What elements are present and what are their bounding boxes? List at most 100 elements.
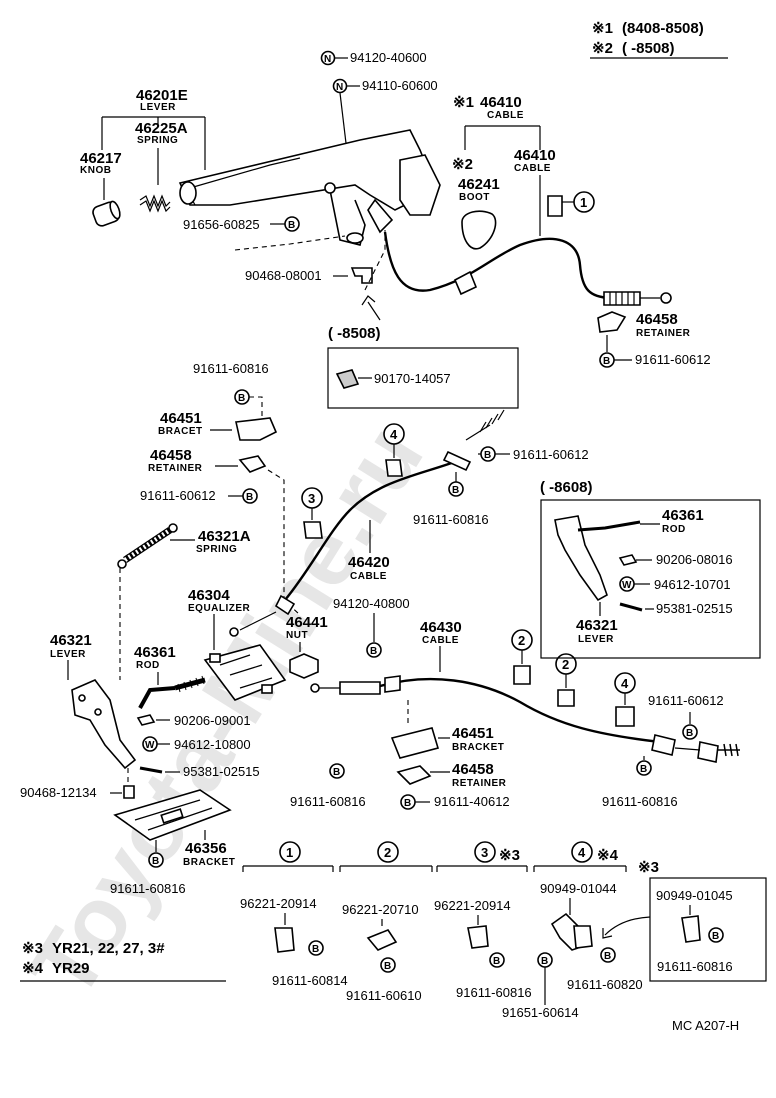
svg-text:3: 3 [308,491,315,506]
clamp-4-a [385,459,403,477]
pn-46451-b: 46451 [452,725,494,742]
pn-46420: 46420 [348,554,390,571]
cable-46420 [229,409,505,637]
svg-text:B: B [603,356,610,367]
pn-46321a: 46321A [198,528,251,545]
pn-46458-b: 46458 [452,761,494,778]
n-symbol-label: N [324,54,331,65]
b-symbol [682,724,698,740]
label-bracket: BRACKET [183,857,235,868]
box2-pn-90206-08016: 90206-08016 [656,552,733,567]
label-spring: SPRING [196,544,237,555]
washer-94110-60600: N 94110-60600 [332,78,438,94]
note2-text: ( -8508) [622,40,675,57]
pn-46410-b: 46410 [514,147,556,164]
pn-46430: 46430 [420,619,462,636]
box2-frame [540,499,761,659]
footer-notes: ※3 YR21, 22, 27, 3# ※4 YR29 [20,940,226,982]
label-spring: SPRING [137,135,178,146]
bracket-46356 [113,789,232,841]
n-symbol [320,50,336,66]
clamp-3-a [303,521,323,539]
svg-text:4: 4 [578,845,586,860]
svg-text:B: B [333,767,340,778]
b-symbol-label: B [288,220,295,231]
pn-91611-60612-top: 91611-60612 [635,352,711,367]
svg-text:B: B [312,944,319,955]
label-lever: LEVER [578,634,614,645]
label-lever: LEVER [50,649,86,660]
b-symbol [329,763,345,779]
svg-text:B: B [370,646,377,657]
pn-91611-40612: 91611-40612 [434,794,510,809]
pn-46458-top: 46458 [636,311,678,328]
pn-94120-40600: 94120-40600 [350,50,427,65]
label-rod: ROD [136,660,160,671]
mark-note2: ※2 [452,156,473,173]
pn-90468-08001: 90468-08001 [245,268,322,283]
pn-46304: 46304 [188,587,230,604]
svg-text:W: W [145,740,155,751]
g4-pn-90949-01044: 90949-01044 [540,881,617,896]
box3-clamp [681,915,701,943]
b-symbol [489,952,505,968]
pn-91611-60612-b: 91611-60612 [513,447,589,462]
label-retainer: RETAINER [452,778,507,789]
lever-46321 [71,679,137,770]
svg-text:※4: ※4 [597,847,619,864]
callout-1-label: 1 [580,195,587,210]
g4-pn-91611-60820: 91611-60820 [567,977,643,992]
svg-text:B: B [640,764,647,775]
g3-clamp [467,925,489,949]
note3-text: YR21, 22, 27, 3# [52,940,165,957]
clip-90468-08001 [350,267,373,284]
equalizer-46304 [203,644,287,701]
clip-90468-12134 [123,785,135,799]
b-symbol [448,481,464,497]
clamp-2-a [513,665,531,685]
pn-46361: 46361 [134,644,176,661]
pn-46410-a: 46410 [480,94,522,111]
label-cable: CABLE [514,163,551,174]
arrow-up [361,295,381,321]
svg-text:B: B [712,931,719,942]
svg-text:B: B [493,956,500,967]
variant-box-8608: ( -8608) 46361 ROD 90206-08016 W 94612-1… [540,479,761,659]
cable-46430 [310,675,740,763]
clamp-1 [547,195,563,217]
note4-text: YR29 [52,960,90,977]
front-cable-46410 [383,231,672,306]
mark-note1: ※1 [453,94,474,111]
pn-46451-a: 46451 [160,410,202,427]
pn-46441: 46441 [286,614,328,631]
box3-pn-90949-01045: 90949-01045 [656,888,733,903]
parking-lever-46201e [178,129,441,246]
pn-91611-60816-d: 91611-60816 [290,794,366,809]
pn-91611-60816-e: 91611-60816 [602,794,678,809]
label-cable: CABLE [350,571,387,582]
b-symbol [366,642,382,658]
label-bracket: BRACKET [452,742,504,753]
svg-text:B: B [384,961,391,972]
diagram-code: MC A207-H [672,1018,739,1033]
box3-pn-91611-60816: 91611-60816 [657,959,733,974]
bracket-46451-b [390,727,440,759]
b-symbol [308,940,324,956]
b-symbol [380,957,396,973]
retainer-46458-top [597,311,627,333]
pn-90468-12134: 90468-12134 [20,785,97,800]
leader [234,235,346,251]
bolt-90170-14057 [335,369,360,389]
pn-46225a: 46225A [135,120,188,137]
pn-91656-60825: 91656-60825 [183,217,260,232]
svg-text:※3: ※3 [499,847,520,864]
svg-text:B: B [452,485,459,496]
note3-mark: ※3 [22,940,43,957]
pn-94612-10800: 94612-10800 [174,737,251,752]
svg-text:2: 2 [562,657,569,672]
clamp-group-headers: 1 2 3 ※3 4 ※4 [242,841,627,872]
label-retainer: RETAINER [636,328,691,339]
label-equalizer: EQUALIZER [188,603,251,614]
label-knob: KNOB [80,165,111,176]
b-symbol [148,852,164,868]
